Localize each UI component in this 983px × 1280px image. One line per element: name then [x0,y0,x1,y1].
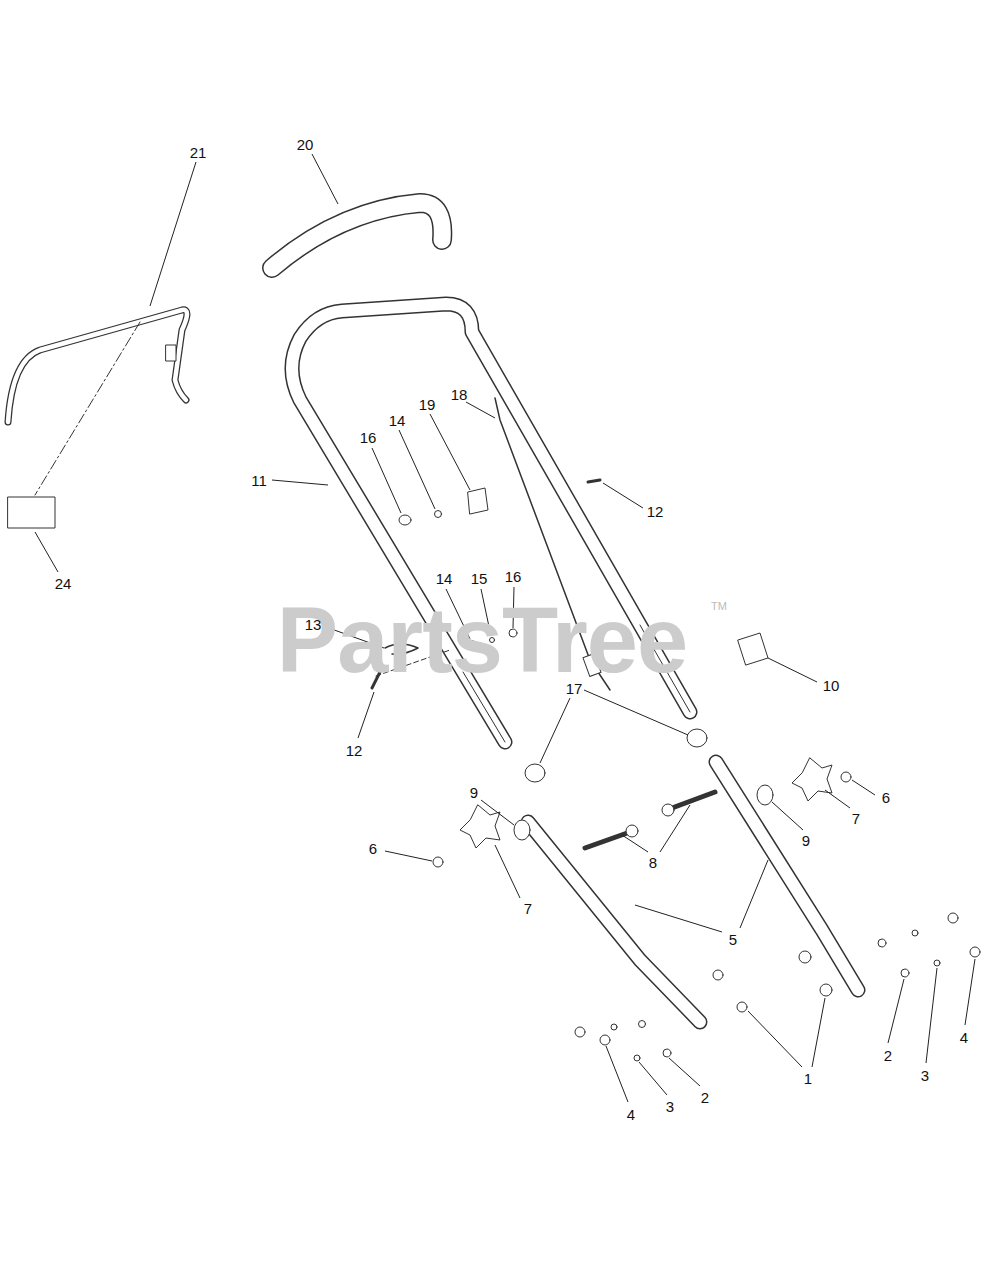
trademark-mark: TM [711,601,727,612]
callout-number: 16 [505,569,522,584]
callout-number: 14 [436,571,453,586]
callout-number: 17 [566,681,583,696]
callout-number: 9 [470,785,478,800]
callout-number: 9 [802,833,810,848]
callout-number: 8 [649,855,657,870]
callout-number: 14 [389,413,406,428]
callout-number: 24 [55,576,72,591]
callout-number: 6 [882,790,890,805]
callout-number: 4 [960,1030,968,1045]
callout-number: 3 [921,1068,929,1083]
callout-number: 1 [804,1071,812,1086]
callout-number: 10 [823,678,840,693]
callout-number: 2 [884,1048,892,1063]
callout-number: 16 [360,430,377,445]
callout-number: 19 [419,397,436,412]
callout-number: 2 [701,1090,709,1105]
watermark: PartsTree [277,594,687,686]
callout-number: 6 [369,841,377,856]
callout-number: 7 [524,901,532,916]
callout-number: 12 [647,504,664,519]
callout-number: 11 [251,473,267,488]
callout-number: 20 [297,137,314,152]
callout-number: 15 [471,571,488,586]
callout-number: 13 [305,617,322,632]
callout-number: 18 [451,387,468,402]
callout-number: 4 [627,1107,635,1122]
callout-number: 21 [190,145,207,160]
callout-number: 7 [852,811,860,826]
callout-number: 12 [346,743,363,758]
callout-number: 3 [666,1099,674,1114]
callout-number: 5 [729,932,737,947]
